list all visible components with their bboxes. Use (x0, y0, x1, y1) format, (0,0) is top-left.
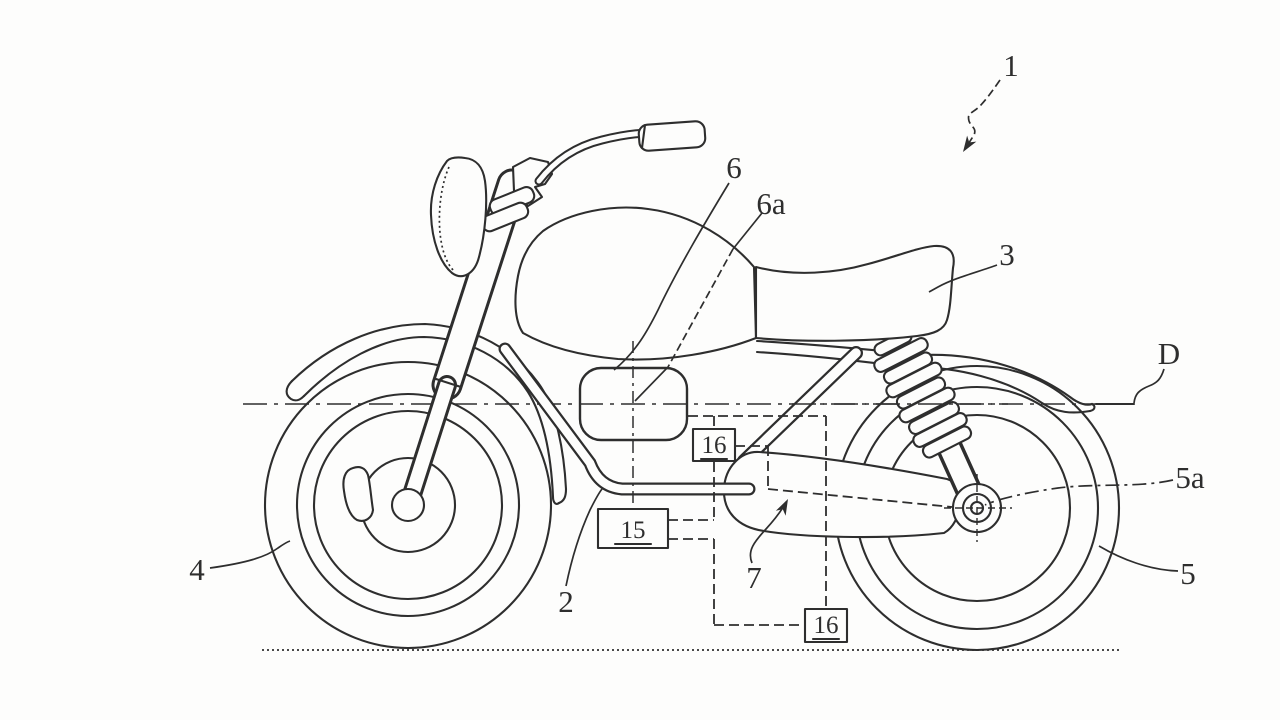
box-label-16-lower: 16 (814, 612, 839, 639)
leader-6a-solid (732, 212, 763, 250)
ref-label-5: 5 (1180, 556, 1196, 591)
seat (754, 244, 955, 342)
leader-6 (613, 182, 730, 371)
ref-label-6: 6 (726, 150, 742, 185)
ref-label-1: 1 (1003, 48, 1019, 83)
shock-spring (873, 329, 973, 459)
front-brake-caliper (342, 466, 375, 522)
frame-downtube-fill (500, 344, 754, 494)
leader-1 (964, 79, 1001, 150)
spring-coil (873, 337, 929, 373)
reference-labels: 1 2 3 4 5 5a 6 6a 7 D 15 16 16 (189, 48, 1205, 641)
headlight (429, 156, 488, 278)
rear-frame-tube (737, 346, 863, 468)
box-16-lower (803, 607, 849, 644)
box-label-16-upper: 16 (702, 432, 727, 459)
front-axle (390, 487, 426, 523)
leader-3 (928, 264, 998, 293)
leader-6a-end (634, 366, 669, 402)
rear-fender-inner (755, 350, 1092, 414)
fork-lower-fill (402, 378, 454, 511)
rear-fender (755, 339, 1096, 414)
spring-coil (898, 386, 956, 424)
wiring-dashed-lines (668, 415, 953, 626)
front-fork (390, 156, 554, 523)
spring-coil (921, 425, 973, 459)
leader-5 (1098, 545, 1179, 572)
swingarm (722, 450, 962, 539)
arrowhead-1 (963, 135, 977, 152)
front-tire-outer (263, 360, 553, 650)
handlebar-fill (536, 130, 653, 184)
box-16-upper (691, 427, 737, 463)
ref-label-6a: 6a (756, 186, 786, 221)
leader-d (1133, 368, 1165, 404)
front-tire-inner (295, 392, 521, 618)
handlebar (534, 120, 707, 186)
ref-label-2: 2 (558, 584, 574, 619)
ref-label-d: D (1158, 336, 1180, 371)
rear-fender-tip (1088, 402, 1096, 413)
headlight-shell (429, 156, 488, 278)
ref-label-4: 4 (189, 552, 205, 587)
handlebar-grip (637, 120, 707, 152)
ref-label-3: 3 (999, 237, 1015, 272)
rear-frame-tube-fill (739, 348, 861, 466)
front-fender-right-cap (551, 495, 561, 505)
leader-2 (565, 488, 603, 587)
spring-coil (885, 361, 943, 399)
arrowhead-7 (775, 499, 788, 516)
ref-label-7: 7 (746, 560, 762, 595)
grip-flange (640, 123, 647, 150)
front-rim (312, 409, 504, 601)
box-label-15: 15 (621, 517, 646, 544)
swingarm-body (722, 450, 962, 539)
wire-hidden-to-rear-hub (767, 488, 953, 508)
front-fender-inner (302, 335, 555, 499)
ref-label-5a: 5a (1175, 460, 1205, 495)
rear-fender-outer (755, 339, 1094, 406)
leader-6a-hidden (667, 248, 734, 368)
rear-axle-crosshair (944, 474, 1012, 542)
leader-lines (209, 79, 1179, 587)
front-fender-left-cap (285, 379, 306, 402)
frame-downtube (498, 342, 756, 496)
frame-downtube-outline (498, 342, 756, 496)
fuel-tank (514, 206, 758, 361)
fork-slider-step (434, 377, 463, 389)
leader-5a (984, 479, 1174, 506)
rear-shock (873, 329, 1003, 534)
front-wheel (263, 360, 553, 650)
leader-4 (209, 540, 291, 569)
